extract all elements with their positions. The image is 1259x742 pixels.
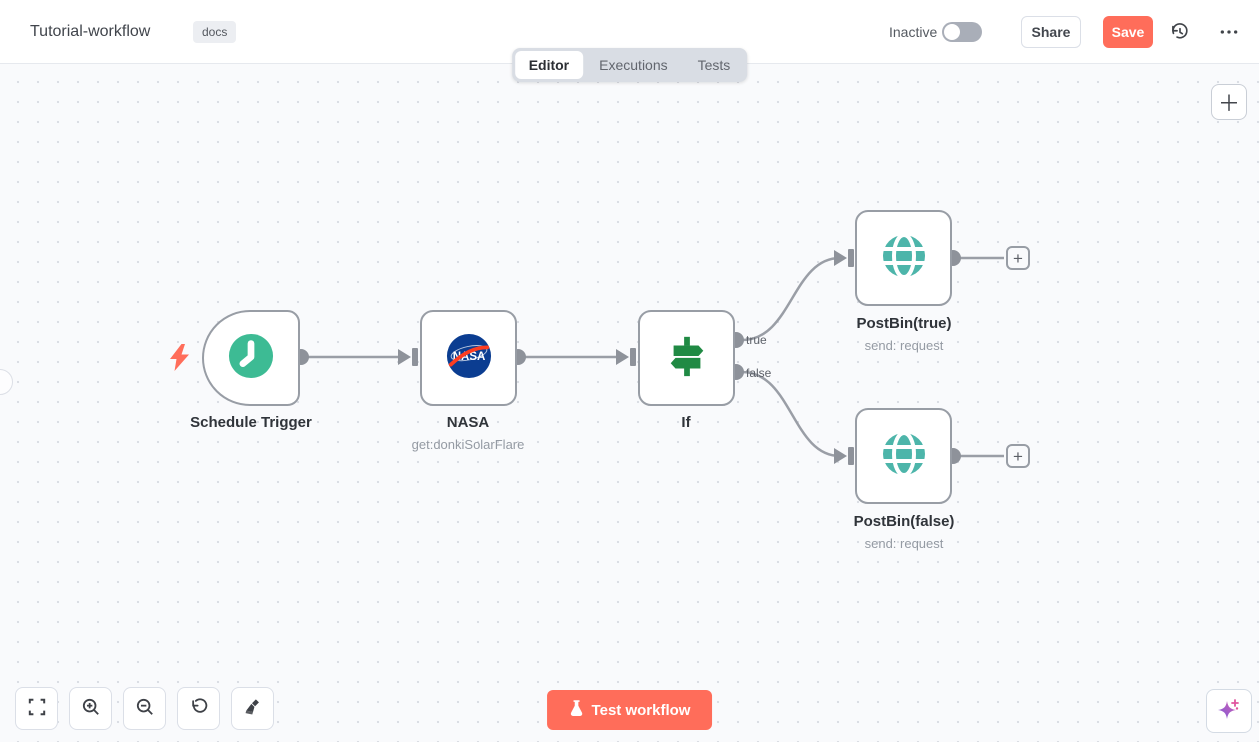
zoom-in-icon [82,698,100,719]
node-schedule-trigger[interactable] [202,310,300,406]
reset-zoom-button[interactable] [177,687,220,730]
save-button[interactable]: Save [1103,16,1153,48]
workflow-history-button[interactable] [1167,20,1193,46]
node-subtitle: send: request [864,338,944,353]
activation-status-label: Inactive [889,23,938,40]
view-tabs: Editor Executions Tests [511,48,748,82]
more-options-button[interactable] [1216,20,1242,46]
workflow-canvas[interactable]: true false Schedule Trigger NASA NASA ge… [0,64,1259,742]
toggle-knob [944,24,960,40]
if-true-output-label: true [746,333,767,347]
node-label: PostBin(false) [853,513,955,530]
flask-icon [569,699,584,721]
globe-icon [880,430,928,483]
add-node-button[interactable]: ＋ [1211,84,1247,120]
if-branch-icon [664,333,710,384]
globe-icon [880,232,928,285]
trigger-bolt-icon[interactable] [170,344,189,376]
nasa-logo-icon: NASA [446,333,492,384]
broom-icon [244,698,262,719]
zoom-out-button[interactable] [123,687,166,730]
node-label: Schedule Trigger [190,414,312,431]
fit-view-icon [28,698,46,719]
node-postbin-false[interactable] [855,408,952,504]
clock-icon [228,333,274,384]
connection-wires [293,249,1004,465]
fit-view-button[interactable] [15,687,58,730]
tab-editor[interactable]: Editor [514,51,584,79]
plus-icon: ＋ [1217,91,1240,116]
node-postbin-true[interactable] [855,210,952,306]
reset-zoom-icon [190,698,208,719]
zoom-in-button[interactable] [69,687,112,730]
svg-text:NASA: NASA [452,350,485,362]
node-subtitle: send: request [864,536,944,551]
tab-tests[interactable]: Tests [684,51,745,79]
add-connected-node-button[interactable]: + [1006,444,1030,468]
ellipsis-icon [1219,22,1239,45]
test-workflow-label: Test workflow [591,701,691,719]
node-label: NASA [446,414,490,431]
if-false-output-label: false [746,366,772,380]
canvas-controls [15,687,274,730]
activation-toggle[interactable] [942,22,982,42]
history-icon [1170,22,1190,45]
node-subtitle: get:donkiSolarFlare [411,437,525,452]
node-label: If [681,414,691,431]
test-workflow-button[interactable]: Test workflow [546,690,713,730]
workflow-title[interactable]: Tutorial-workflow [30,22,151,40]
node-nasa[interactable]: NASA [420,310,517,406]
tab-executions[interactable]: Executions [585,51,681,79]
add-connected-node-button[interactable]: + [1006,246,1030,270]
tidy-up-button[interactable] [231,687,274,730]
ai-assistant-sparkle-icon [1217,698,1241,725]
node-label: PostBin(true) [856,315,952,332]
workflow-tag[interactable]: docs [193,20,237,43]
ai-assistant-button[interactable] [1206,689,1252,733]
node-if[interactable] [638,310,735,406]
zoom-out-icon [136,698,154,719]
share-button[interactable]: Share [1021,16,1081,48]
